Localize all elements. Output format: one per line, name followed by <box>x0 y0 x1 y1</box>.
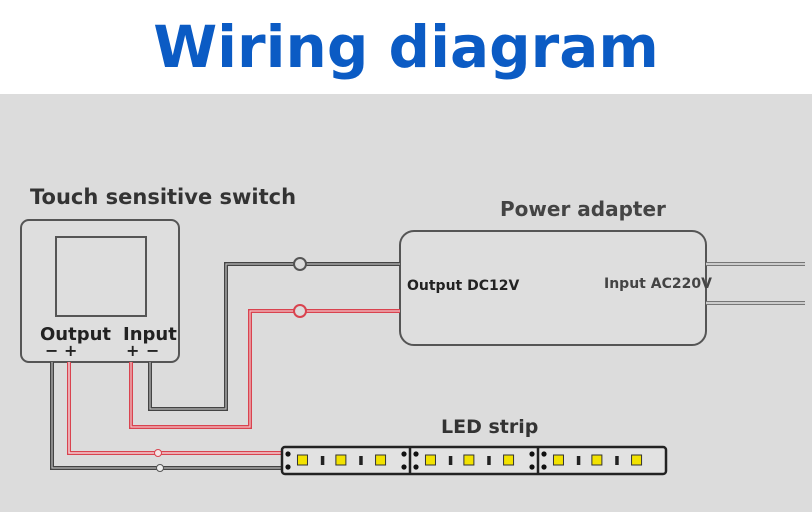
resistor <box>320 456 325 465</box>
wire-output-negative <box>50 362 288 472</box>
led-strip-label: LED strip <box>441 416 539 438</box>
page-title: Wiring diagram <box>153 13 659 81</box>
solder-pad <box>541 451 547 457</box>
wire-input-negative <box>148 257 400 411</box>
adapter-body <box>399 230 707 346</box>
input-positive-sign: + <box>126 341 140 360</box>
resistor <box>576 456 581 465</box>
resistor <box>487 456 491 465</box>
wire-junction <box>293 257 307 271</box>
solder-pad <box>401 464 407 470</box>
solder-pad <box>413 464 419 470</box>
adapter-label: Power adapter <box>500 197 666 221</box>
solder-pad <box>413 451 419 457</box>
resistor <box>448 456 453 465</box>
led-chip <box>335 454 347 466</box>
led-chip <box>631 454 643 466</box>
switch-label: Touch sensitive switch <box>30 185 297 209</box>
wire-junction <box>154 449 162 457</box>
wire-output-positive <box>67 362 288 457</box>
led-chip <box>296 454 308 466</box>
led-chip <box>552 454 564 466</box>
wire-junction <box>293 304 307 318</box>
wire-junction <box>156 464 164 472</box>
resistor <box>359 456 363 465</box>
solder-pad <box>285 451 291 457</box>
led-strip <box>280 445 668 476</box>
solder-pad <box>529 464 535 470</box>
adapter-input-label: Input AC220V <box>604 276 712 292</box>
switch-input-label: Input <box>123 324 177 345</box>
led-chip <box>503 454 515 466</box>
solder-pad <box>541 464 547 470</box>
output-positive-sign: + <box>64 341 78 360</box>
input-negative-sign: − <box>146 341 160 360</box>
led-chip <box>424 454 436 466</box>
wire-input-positive <box>129 304 400 429</box>
solder-pad <box>285 464 291 470</box>
led-chip <box>375 454 387 466</box>
solder-pad <box>401 451 407 457</box>
switch-output-label: Output <box>40 324 112 345</box>
led-chip <box>591 454 603 466</box>
output-negative-sign: − <box>45 341 59 360</box>
solder-pad <box>529 451 535 457</box>
adapter-output-label: Output DC12V <box>407 278 520 294</box>
switch-touch-pad <box>55 236 147 317</box>
resistor <box>615 456 619 465</box>
ac-input-wires <box>706 262 805 305</box>
led-chip <box>463 454 475 466</box>
